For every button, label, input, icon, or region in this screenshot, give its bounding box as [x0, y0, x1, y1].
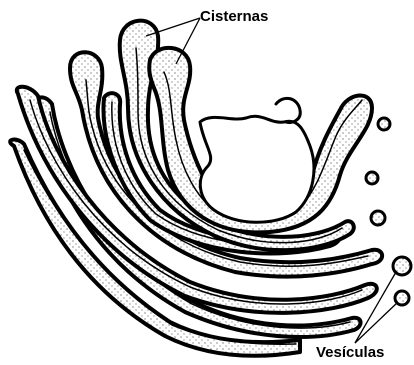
cisternas-label: Cisternas	[200, 8, 268, 25]
vesiculas-leader-1	[355, 272, 396, 343]
vesicle-3	[371, 211, 385, 225]
vesicle-2	[366, 172, 378, 184]
central-sac	[200, 116, 314, 222]
vesicle-1	[378, 118, 390, 130]
vesiculas-label: Vesículas	[316, 344, 384, 361]
